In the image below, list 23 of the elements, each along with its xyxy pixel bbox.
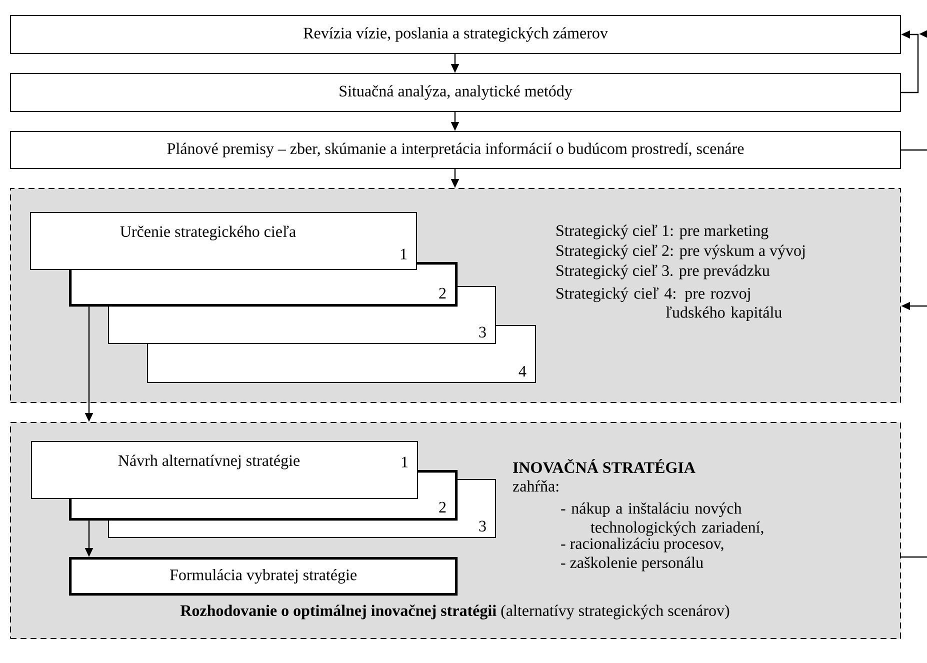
step-number: 1: [400, 248, 407, 260]
box-label: Revízia vízie, poslania a strategických zámerov: [304, 27, 608, 42]
label-text: zahŕňa:: [512, 480, 558, 492]
heading: INOVAČNÁ STRATÉGIA: [513, 458, 696, 474]
step-number: 4: [518, 366, 526, 376]
step-number: 3: [479, 520, 486, 532]
bullet-item: - nákup a inštaláciu nových technologických zariadení,: [561, 502, 764, 536]
goal-text: Strategický cieľ 3. pre prevádzku: [556, 264, 770, 280]
goal-text: Strategický cieľ 1: pre marketing: [556, 224, 768, 240]
box-label: Určenie strategického cieľa: [120, 226, 296, 240]
box-label: Návrh alternatívnej stratégie: [118, 454, 300, 470]
goal-text: Strategický cieľ 2: pre výskum a vývoj: [556, 244, 805, 260]
bullet-item: - zaškolenie personálu: [561, 556, 704, 572]
bullet-item: - racionalizáciu procesov,: [561, 538, 724, 552]
note-text: Rozhodovanie o optimálnej inovačnej stratégii (alternatívy strategických scenárov): [180, 604, 730, 620]
box-label: Formulácia vybratej stratégie: [170, 569, 357, 584]
step-number: 1: [402, 456, 408, 468]
box-label: Plánové premisy – zber, skúmanie a interpretácia informácií o budúcom prostredí, scenáre: [167, 142, 744, 158]
step-number: 3: [479, 326, 486, 338]
step-number: 2: [439, 502, 446, 512]
step-number: 2: [439, 288, 446, 298]
box-label: Situačná analýza, analytické metódy: [340, 85, 572, 100]
goal-text: Strategický cieľ 4: pre rozvoj ľudského kapitálu: [556, 288, 782, 322]
